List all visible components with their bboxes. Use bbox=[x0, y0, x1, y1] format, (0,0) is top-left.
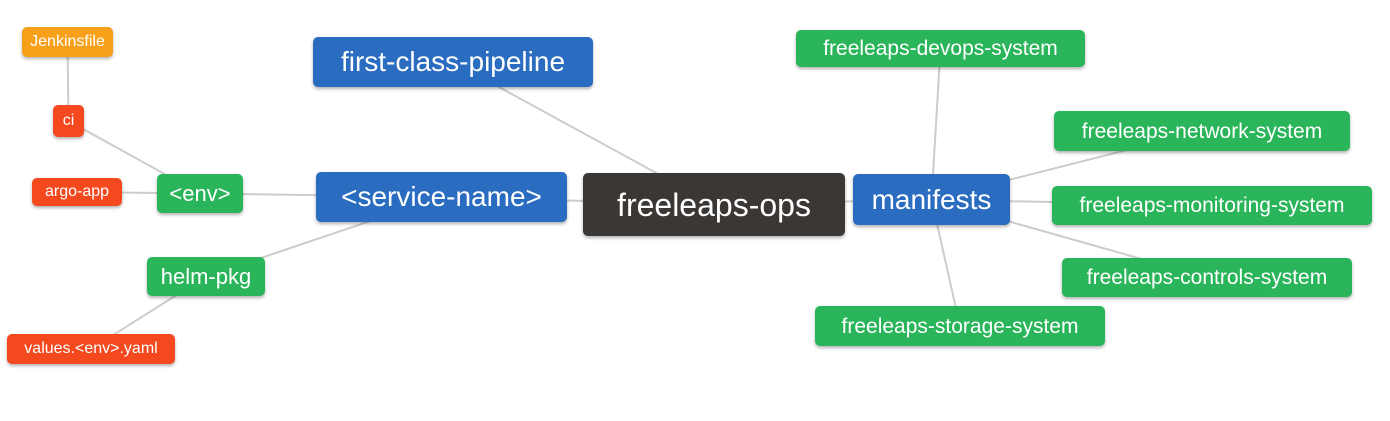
node-freeleaps-controls-system[interactable]: freeleaps-controls-system bbox=[1062, 258, 1352, 297]
node-first-class-pipeline[interactable]: first-class-pipeline bbox=[313, 37, 593, 87]
node-argo-app[interactable]: argo-app bbox=[32, 178, 122, 206]
node-freeleaps-storage-system[interactable]: freeleaps-storage-system bbox=[815, 306, 1105, 346]
node-jenkinsfile[interactable]: Jenkinsfile bbox=[22, 27, 113, 57]
node-env[interactable]: <env> bbox=[157, 174, 243, 213]
node-helm-pkg[interactable]: helm-pkg bbox=[147, 257, 265, 296]
node-ci[interactable]: ci bbox=[53, 105, 84, 137]
node-values-env-yaml[interactable]: values.<env>.yaml bbox=[7, 334, 175, 364]
node-freeleaps-network-system[interactable]: freeleaps-network-system bbox=[1054, 111, 1350, 151]
node-freeleaps-devops-system[interactable]: freeleaps-devops-system bbox=[796, 30, 1085, 67]
node-freeleaps-ops[interactable]: freeleaps-ops bbox=[583, 173, 845, 236]
node-manifests[interactable]: manifests bbox=[853, 174, 1010, 225]
node-service-name[interactable]: <service-name> bbox=[316, 172, 567, 222]
node-freeleaps-monitoring-system[interactable]: freeleaps-monitoring-system bbox=[1052, 186, 1372, 225]
